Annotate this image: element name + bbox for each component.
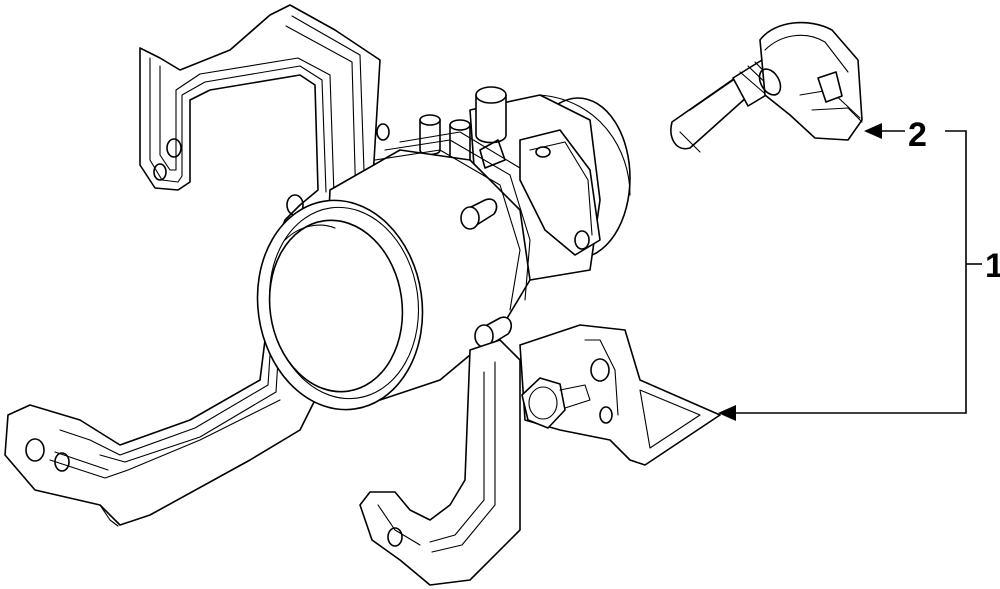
- lamp-front-body: [256, 131, 531, 411]
- callout-2: 2: [864, 116, 927, 154]
- bulb-part: [670, 21, 863, 153]
- callout-1: 1: [718, 130, 1000, 421]
- callout-2-arrowhead: [864, 123, 882, 139]
- lower-center-bracket: [359, 324, 721, 586]
- lower-left-bracket-arm: [4, 339, 316, 527]
- callout-1-number: 1: [985, 247, 1000, 285]
- upper-bracket-arm: [139, 4, 390, 259]
- callout-1-arrowhead: [718, 405, 736, 421]
- callout-2-number: 2: [908, 116, 927, 154]
